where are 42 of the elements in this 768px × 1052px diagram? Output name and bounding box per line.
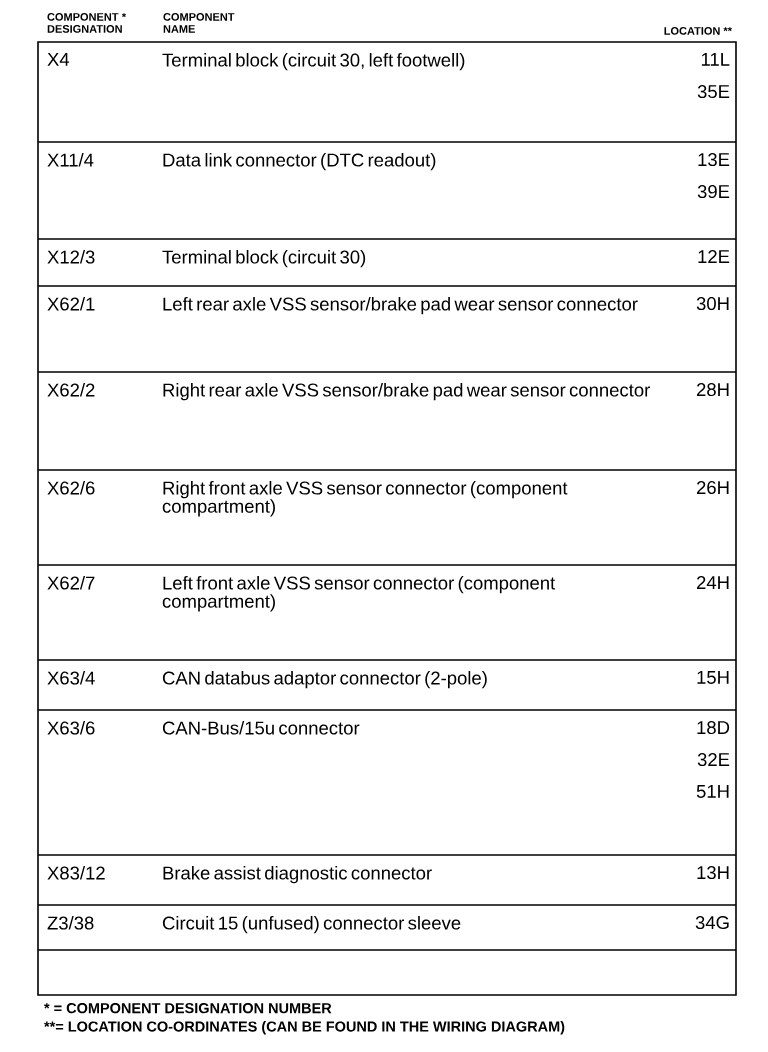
location-code: 28H (697, 383, 729, 397)
component-name: Right rear axle VSS sensor/brake pad wear sensor connector (163, 383, 650, 401)
column-header: LOCATION ** (664, 27, 732, 35)
component-name: Data link connector (DTC readout) (163, 153, 436, 171)
component-name: Terminal block (circuit 30) (162, 250, 366, 268)
location-code: 34G (695, 916, 729, 930)
designation-code: X12/3 (47, 250, 95, 264)
location-code: 35E (697, 85, 730, 99)
designation-code: X62/1 (47, 297, 95, 311)
component-name: Terminal block (circuit 30, left footwell) (162, 53, 465, 71)
designation-code: X63/6 (47, 721, 95, 735)
location-code: 11L (701, 53, 730, 66)
component-name: Circuit 15 (unfused) connector sleeve (162, 916, 461, 934)
designation-code: Z3/38 (47, 916, 94, 930)
designation-code: X63/4 (47, 671, 95, 685)
location-code: 30H (696, 297, 729, 311)
designation-code: X83/12 (47, 866, 105, 880)
location-code: 51H (696, 785, 729, 798)
component-name: Left rear axle VSS sensor/brake pad wear sensor connector (163, 297, 638, 315)
component-name: Right front axle VSS sensor connector (component compartment) (162, 481, 568, 517)
component-name: CAN databus adaptor connector (2-pole) (162, 671, 487, 689)
component-name: Left front axle VSS sensor connector (component compartment) (162, 576, 556, 612)
footnote: * = COMPONENT DESIGNATION NUMBER (44, 1003, 332, 1014)
location-code: 13E (698, 153, 730, 167)
designation-code: X4 (47, 53, 70, 66)
column-header: COMPONENT * DESIGNATION (47, 13, 127, 33)
location-code: 26H (697, 481, 729, 495)
component-name: CAN-Bus/15u connector (162, 721, 360, 735)
footnote: **= LOCATION CO-ORDINATES (CAN BE FOUND IN THE WIRING DIAGRAM) (44, 1021, 565, 1035)
location-code: 24H (697, 576, 729, 589)
designation-code: X62/2 (47, 383, 95, 397)
column-header: COMPONENT NAME (163, 13, 235, 33)
designation-code: X11/4 (47, 153, 94, 167)
location-code: 39E (697, 185, 730, 199)
location-code: 18D (697, 721, 730, 735)
designation-code: X62/6 (47, 481, 95, 495)
component-name: Brake assist diagnostic connector (163, 866, 432, 884)
location-code: 12E (698, 250, 730, 263)
location-code: 13H (697, 866, 729, 880)
location-code: 32E (697, 753, 730, 767)
location-code: 15H (697, 671, 729, 684)
designation-code: X62/7 (47, 576, 95, 590)
